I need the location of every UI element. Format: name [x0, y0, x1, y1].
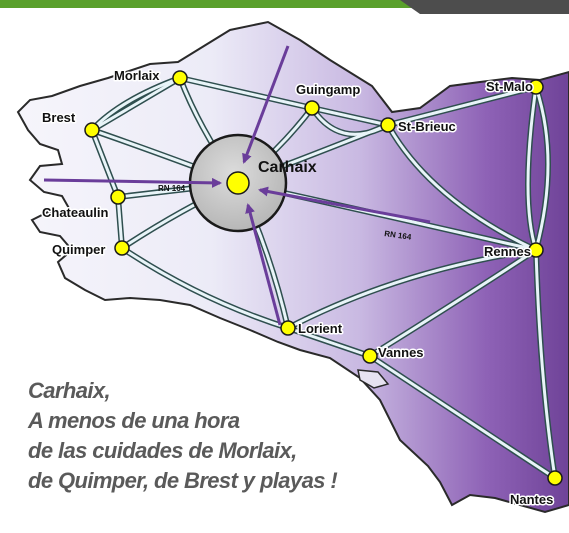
city-label-guingamp: Guingamp — [296, 82, 360, 97]
city-label-nantes: Nantes — [510, 492, 553, 507]
city-label-lorient: Lorient — [298, 321, 343, 336]
city-dot-st-brieuc — [380, 117, 396, 133]
land-shape — [16, 20, 569, 514]
access-arrows — [43, 45, 431, 326]
top-decor-bar — [0, 0, 569, 14]
city-label-st-malo: St-Malo — [486, 79, 533, 94]
city-dot-lorient — [280, 320, 296, 336]
caption-line-2: A menos de una hora — [28, 408, 240, 433]
city-dot-nantes — [547, 470, 563, 486]
arrow-west — [43, 177, 222, 188]
city-dot-st-malo — [528, 79, 544, 95]
arrow-east — [258, 186, 431, 224]
caption-line-4: de Quimper, de Brest y playas ! — [28, 468, 338, 493]
road-label-rn164-west: RN 164 — [158, 184, 186, 193]
city-label-quimper: Quimper — [52, 242, 105, 257]
arrow-north — [242, 45, 290, 164]
city-dot-vannes — [362, 348, 378, 364]
city-label-brest: Brest — [42, 110, 76, 125]
city-label-morlaix: Morlaix — [114, 68, 160, 83]
city-dot-guingamp — [304, 100, 320, 116]
caption-text: Carhaix, A menos de una hora de las cuid… — [28, 376, 448, 496]
city-dot-chateaulin — [110, 189, 126, 205]
arrow-south — [245, 203, 282, 326]
city-label-vannes: Vannes — [378, 345, 424, 360]
city-label-chateaulin: Chateaulin — [42, 205, 109, 220]
road-label-rn164-east: RN 164 — [384, 229, 413, 242]
city-dot-morlaix — [172, 70, 188, 86]
city-label-rennes: Rennes — [484, 244, 531, 259]
city-label-st-brieuc: St-Brieuc — [398, 119, 456, 134]
caption-line-3: de las cuidades de Morlaix, — [28, 438, 297, 463]
center-label: Carhaix — [258, 159, 317, 176]
city-dot-carhaix — [226, 171, 250, 195]
city-dot-brest — [84, 122, 100, 138]
caption-line-1: Carhaix, — [28, 378, 111, 403]
city-dot-rennes — [528, 242, 544, 258]
city-dot-quimper — [114, 240, 130, 256]
city-dots — [84, 70, 563, 486]
coast-islet — [357, 369, 390, 389]
